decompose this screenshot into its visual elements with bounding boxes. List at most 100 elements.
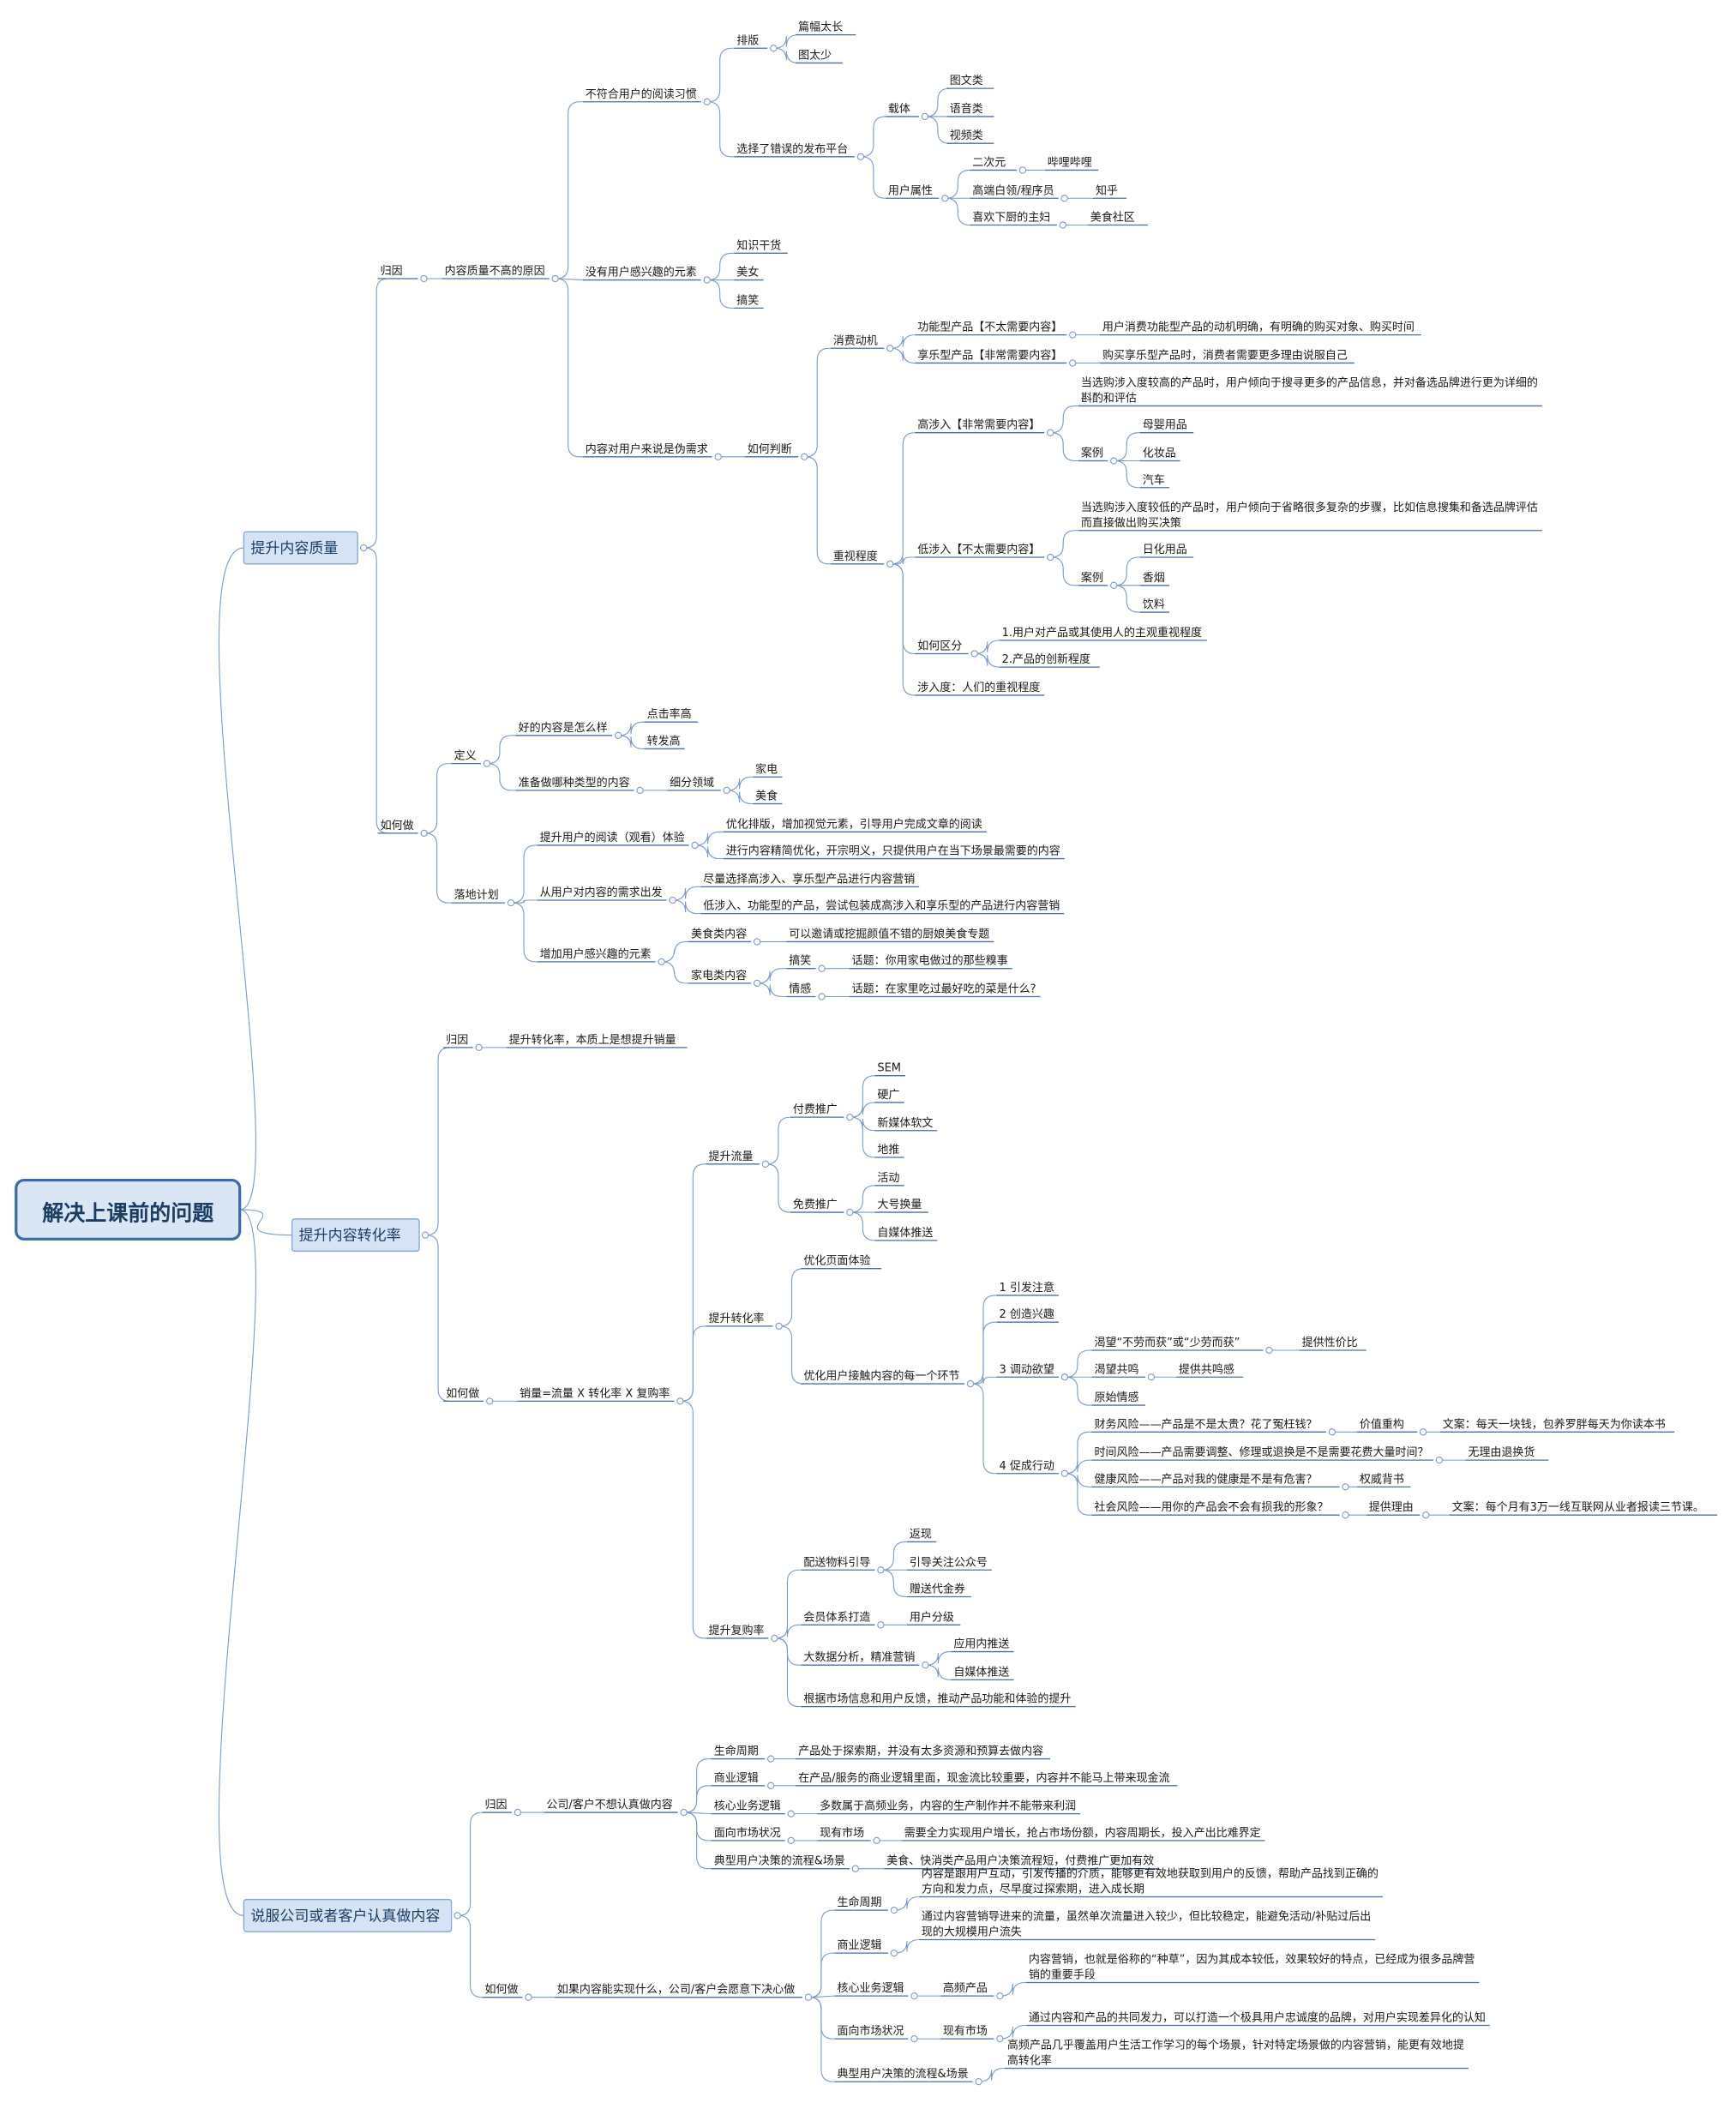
topic-c1a1b[interactable]: 没有用户感兴趣的元素	[582, 266, 701, 281]
topic-c2b1a1[interactable]: 付费推广	[790, 1103, 844, 1118]
collapse-toggle-icon[interactable]	[483, 760, 491, 767]
collapse-toggle-icon[interactable]	[818, 993, 826, 1000]
topic-c2b1b2d3[interactable]: 健康风险——产品对我的健康是不是有危害？	[1091, 1472, 1340, 1488]
topic-c1a1a2b3[interactable]: 喜欢下厨的主妇	[970, 211, 1057, 226]
collapse-toggle-icon[interactable]	[1342, 1483, 1349, 1491]
topic-c1a1c1b1[interactable]: 高涉入【非常需要内容】	[915, 418, 1045, 434]
topic-c1a1c1a2a[interactable]: 购买享乐型产品时，消费者需要更多理由说服自己	[1099, 348, 1355, 364]
topic-c1a1a2a[interactable]: 载体	[885, 103, 919, 117]
collapse-toggle-icon[interactable]	[996, 2034, 1004, 2043]
topic-c1a1c1b2b3[interactable]: 饮料	[1139, 598, 1170, 613]
topic-c1a1b2[interactable]: 美女	[734, 266, 764, 281]
topic-c1a1a2[interactable]: 选择了错误的发布平台	[734, 142, 855, 158]
topic-c3b1d1a[interactable]: 通过内容和产品的共同发力，可以打造一个极具用户忠诚度的品牌，对用户实现差异化的认…	[1025, 2011, 1490, 2027]
topic-c1a1c1b2b2[interactable]: 香烟	[1139, 572, 1170, 586]
topic-c3a[interactable]: 归因	[482, 1799, 512, 1813]
topic-c2b1b2d1[interactable]: 财务风险——产品是不是太贵？花了冤枉钱？	[1091, 1417, 1326, 1433]
topic-c1a1c1b1a[interactable]: 当选购涉入度较高的产品时，用户倾向于搜寻更多的产品信息，并对备选品牌进行更为详细…	[1078, 376, 1542, 407]
topic-c2b1c[interactable]: 提升复购率	[706, 1624, 769, 1639]
topic-c1b1b1a[interactable]: 家电	[753, 762, 783, 778]
topic-c1a1a2b2a[interactable]: 知乎	[1093, 183, 1127, 199]
topic-c2b1b2d[interactable]: 4 促成行动	[996, 1460, 1059, 1475]
collapse-toggle-icon[interactable]	[1060, 1469, 1069, 1477]
topic-c3b1d[interactable]: 面向市场状况	[834, 2024, 909, 2040]
collapse-toggle-icon[interactable]	[846, 1113, 854, 1121]
topic-c1a1c[interactable]: 内容对用户来说是伪需求	[582, 442, 712, 458]
collapse-toggle-icon[interactable]	[614, 731, 622, 739]
collapse-toggle-icon[interactable]	[551, 274, 559, 283]
collapse-toggle-icon[interactable]	[753, 938, 761, 946]
topic-c2a1[interactable]: 提升转化率，本质上是想提升销量	[506, 1033, 688, 1048]
topic-c1b2c[interactable]: 增加用户感兴趣的元素	[537, 947, 656, 963]
topic-c1[interactable]: 提升内容质量	[243, 531, 358, 565]
topic-c3b1e[interactable]: 典型用户决策的流程&场景	[834, 2067, 973, 2082]
topic-c1a1c1a1[interactable]: 功能型产品【不太需要内容】	[915, 321, 1067, 336]
topic-c1a1a2a3[interactable]: 视频类	[946, 129, 994, 144]
topic-c2b1b2d2a[interactable]: 无理由退换货	[1465, 1445, 1549, 1461]
topic-c3a1d1a[interactable]: 需要全力实现用户增长，抢占市场份额，内容周期长，投入产出比难界定	[901, 1826, 1265, 1842]
topic-c1b2b1[interactable]: 尽量选择高涉入、享乐型产品进行内容营销	[700, 872, 920, 888]
topic-c2b1c1c[interactable]: 赠送代金券	[906, 1583, 971, 1598]
collapse-toggle-icon[interactable]	[767, 1755, 775, 1763]
topic-c2b1b2c1[interactable]: 渴望“不劳而获”或“少劳而获”	[1091, 1336, 1264, 1351]
collapse-toggle-icon[interactable]	[818, 964, 826, 972]
topic-c1a1a2a1[interactable]: 图文类	[946, 75, 994, 89]
topic-c2b1b2c[interactable]: 3 调动欲望	[996, 1362, 1059, 1378]
topic-c2b1a2[interactable]: 免费推广	[790, 1199, 844, 1213]
collapse-toggle-icon[interactable]	[680, 1808, 688, 1817]
topic-c1b2c2a1[interactable]: 话题：你用家电做过的那些糗事	[849, 954, 1012, 970]
collapse-toggle-icon[interactable]	[877, 1566, 885, 1574]
topic-c1a1c1b2b1[interactable]: 日化用品	[1139, 544, 1194, 558]
topic-c1b2c1[interactable]: 美食类内容	[688, 927, 752, 943]
collapse-toggle-icon[interactable]	[910, 1992, 918, 2000]
collapse-toggle-icon[interactable]	[975, 2077, 982, 2086]
topic-c1a1a2b1a[interactable]: 哔哩哔哩	[1044, 156, 1099, 171]
collapse-toggle-icon[interactable]	[486, 1397, 494, 1405]
collapse-toggle-icon[interactable]	[921, 112, 929, 121]
collapse-toggle-icon[interactable]	[420, 829, 428, 838]
topic-c3a1b[interactable]: 商业逻辑	[711, 1772, 766, 1787]
collapse-toggle-icon[interactable]	[910, 2034, 918, 2043]
collapse-toggle-icon[interactable]	[890, 1906, 898, 1914]
topic-c1a1c1a[interactable]: 消费动机	[830, 334, 885, 349]
collapse-toggle-icon[interactable]	[723, 786, 730, 795]
topic-c1a1c1b[interactable]: 重视程度	[830, 550, 885, 565]
topic-c2b1c4[interactable]: 根据市场信息和用户反馈，推动产品功能和体验的提升	[801, 1692, 1076, 1708]
root-topic[interactable]: 解决上课前的问题	[15, 1178, 242, 1241]
collapse-toggle-icon[interactable]	[886, 560, 894, 568]
topic-c3a1c[interactable]: 核心业务逻辑	[711, 1800, 785, 1815]
collapse-toggle-icon[interactable]	[669, 896, 676, 904]
topic-c2b1a1c[interactable]: 新媒体软文	[874, 1116, 938, 1132]
collapse-toggle-icon[interactable]	[1110, 581, 1118, 589]
collapse-toggle-icon[interactable]	[775, 1322, 783, 1331]
collapse-toggle-icon[interactable]	[771, 1634, 778, 1643]
topic-c1a1a[interactable]: 不符合用户的阅读习惯	[582, 87, 701, 103]
topic-c1a1c1b2b[interactable]: 案例	[1078, 572, 1108, 586]
collapse-toggle-icon[interactable]	[1059, 221, 1066, 229]
topic-c1b2a1[interactable]: 优化排版，增加视觉元素，引导用户完成文章的阅读	[723, 817, 987, 832]
topic-c3b1b1[interactable]: 通过内容营销导进来的流量，虽然单次流量进入较少，但比较稳定，能避免活动/补贴过后…	[918, 1910, 1376, 1941]
collapse-toggle-icon[interactable]	[507, 898, 515, 907]
topic-c2b1b2c1a[interactable]: 提供性价比	[1299, 1336, 1367, 1351]
collapse-toggle-icon[interactable]	[966, 1379, 975, 1388]
topic-c2a[interactable]: 归因	[443, 1034, 473, 1048]
collapse-toggle-icon[interactable]	[1422, 1511, 1430, 1519]
topic-c1a1c1b4[interactable]: 涉入度：人们的重视程度	[915, 681, 1045, 696]
topic-c2b1c2[interactable]: 会员体系打造	[801, 1611, 875, 1625]
topic-c1b2a2[interactable]: 进行内容精简优化，开宗明义，只提供用户在当下场景最需要的内容	[723, 844, 1065, 860]
topic-c3a1e[interactable]: 典型用户决策的流程&场景	[711, 1854, 850, 1870]
topic-c1b1a1[interactable]: 点击率高	[644, 707, 699, 723]
topic-c3a1a1[interactable]: 产品处于探索期，并没有太多资源和预算去做内容	[796, 1745, 1050, 1760]
topic-c2b1b2c2a[interactable]: 提供共鸣感	[1175, 1362, 1243, 1378]
collapse-toggle-icon[interactable]	[767, 1782, 775, 1789]
collapse-toggle-icon[interactable]	[770, 45, 778, 52]
topic-c1a1c1b1b3[interactable]: 汽车	[1139, 473, 1170, 489]
collapse-toggle-icon[interactable]	[1069, 359, 1077, 367]
topic-c1b2a[interactable]: 提升用户的阅读（观看）体验	[537, 831, 689, 846]
collapse-toggle-icon[interactable]	[1047, 553, 1054, 562]
collapse-toggle-icon[interactable]	[360, 544, 368, 552]
topic-c1b2c1a[interactable]: 可以邀请或挖掘颜值不错的厨娘美食专题	[786, 927, 994, 943]
topic-c3a1d1[interactable]: 现有市场	[817, 1826, 871, 1842]
topic-c2b1a2b[interactable]: 大号换量	[874, 1199, 928, 1213]
topic-c2b1c2a[interactable]: 用户分级	[906, 1610, 961, 1625]
